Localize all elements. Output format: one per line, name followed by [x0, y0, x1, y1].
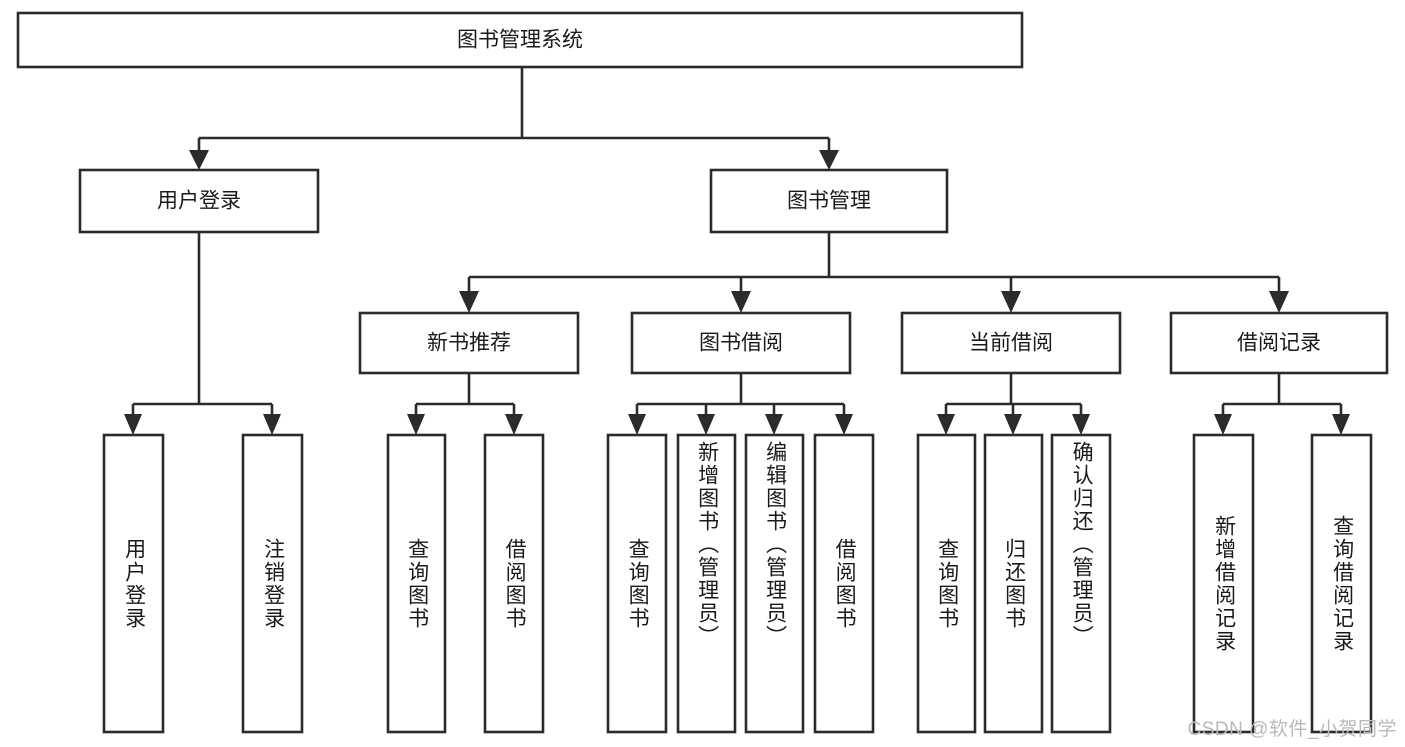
arrow-head-icon: [1004, 414, 1022, 435]
node-borrow-record-label: 借阅记录: [1237, 332, 1321, 355]
leaf-box-add-borrow-record[interactable]: [1192, 433, 1255, 734]
arrow-head-icon: [1269, 291, 1289, 313]
node-book-borrow-label: 图书借阅: [699, 332, 783, 355]
connector-borrow-record-to-leaves: [1214, 373, 1350, 435]
arrow-head-icon: [124, 414, 142, 435]
node-book-management-label: 图书管理: [787, 190, 871, 213]
connector-new-book-recommend-to-leaves: [407, 373, 523, 435]
connector-user-login-to-leaves: [124, 232, 281, 435]
arrow-head-icon: [819, 150, 839, 170]
leaf-box-logout[interactable]: [241, 433, 304, 734]
arrow-head-icon: [628, 414, 646, 435]
leaf-box-return-book[interactable]: [983, 433, 1044, 734]
connector-current-borrow-to-leaves: [937, 373, 1090, 435]
node-book-management[interactable]: 图书管理: [709, 168, 949, 234]
arrow-head-icon: [765, 414, 783, 435]
arrow-head-icon: [835, 414, 853, 435]
arrow-head-icon: [1214, 414, 1232, 435]
arrow-head-icon: [1001, 291, 1021, 313]
arrow-head-icon: [189, 150, 209, 170]
arrow-head-icon: [263, 414, 281, 435]
arrow-head-icon: [697, 414, 715, 435]
arrow-head-icon: [1072, 414, 1090, 435]
node-user-login-label: 用户登录: [157, 190, 241, 213]
leaf-box-query-book-current[interactable]: [916, 433, 977, 734]
node-current-borrow[interactable]: 当前借阅: [900, 311, 1122, 375]
arrow-head-icon: [937, 414, 955, 435]
arrow-head-icon: [1332, 414, 1350, 435]
connector-book-management-to-level3: [459, 232, 1289, 313]
leaf-boxes: [102, 433, 1373, 734]
leaf-box-edit-book-admin[interactable]: [744, 433, 805, 734]
arrow-head-icon: [731, 291, 751, 313]
node-root[interactable]: 图书管理系统: [16, 11, 1024, 69]
csdn-watermark: CSDN @软件_小贺同学: [1187, 719, 1397, 740]
node-new-book-recommend-label: 新书推荐: [427, 332, 511, 355]
leaf-box-query-book-rec[interactable]: [386, 433, 447, 734]
leaf-box-query-borrow-record[interactable]: [1310, 433, 1373, 734]
arrow-head-icon: [459, 291, 479, 313]
leaf-box-borrow-book[interactable]: [813, 433, 875, 734]
node-book-borrow[interactable]: 图书借阅: [630, 311, 852, 375]
node-borrow-record[interactable]: 借阅记录: [1169, 311, 1389, 375]
leaf-box-user-login[interactable]: [102, 433, 165, 734]
node-user-login[interactable]: 用户登录: [78, 168, 320, 234]
node-current-borrow-label: 当前借阅: [969, 332, 1053, 355]
leaf-box-query-book-borrow[interactable]: [606, 433, 668, 734]
node-root-label: 图书管理系统: [457, 29, 583, 52]
leaf-box-add-book-admin[interactable]: [676, 433, 737, 734]
connector-book-borrow-to-leaves: [628, 373, 853, 435]
node-new-book-recommend[interactable]: 新书推荐: [358, 311, 580, 375]
connector-root-to-level2: [189, 67, 839, 170]
leaf-box-borrow-book-rec[interactable]: [483, 433, 545, 734]
arrow-head-icon: [505, 414, 523, 435]
leaf-box-confirm-return-admin[interactable]: [1050, 433, 1112, 734]
arrow-head-icon: [407, 414, 425, 435]
